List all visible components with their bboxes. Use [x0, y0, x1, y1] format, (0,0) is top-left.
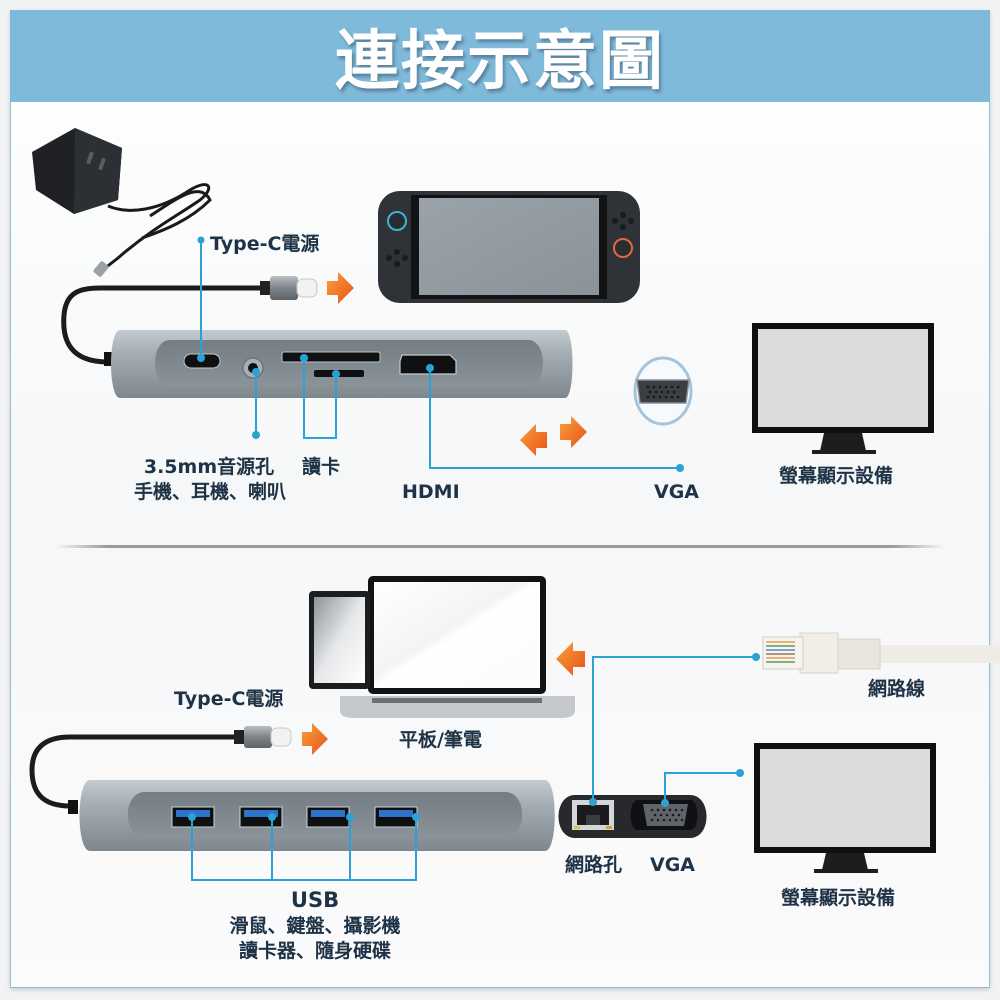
top-vga-label: VGA	[654, 481, 700, 503]
lan-port-label: 網路孔	[565, 854, 623, 876]
usb-desc-line2: 讀卡器、隨身硬碟	[238, 939, 391, 962]
top-power-label: Type-C電源	[210, 233, 320, 255]
usb-label: USB	[290, 888, 340, 912]
usb-label-block: USB 滑鼠、鍵盤、攝影機 讀卡器、隨身硬碟	[190, 887, 440, 964]
bottom-display-label: 螢幕顯示設備	[781, 887, 896, 909]
hdmi-label: HDMI	[402, 481, 460, 503]
page-title: 連接示意圖	[335, 25, 665, 99]
title-bar: 連接示意圖	[10, 10, 990, 102]
laptop-tablet-label: 平板/筆電	[399, 729, 482, 751]
usb-desc-line1: 滑鼠、鍵盤、攝影機	[229, 915, 401, 938]
audio-port-label: 3.5mm音源孔 手機、耳機、喇叭	[134, 455, 287, 504]
bottom-power-label: Type-C電源	[174, 688, 284, 710]
bottom-vga-label: VGA	[650, 854, 696, 876]
card-reader-label: 讀卡	[302, 456, 341, 478]
lan-cable-label: 網路線	[868, 678, 926, 700]
top-display-label: 螢幕顯示設備	[779, 465, 894, 487]
audio-port-label-line2: 手機、耳機、喇叭	[134, 480, 287, 503]
audio-port-label-line1: 3.5mm音源孔	[143, 456, 275, 478]
section-divider	[55, 545, 945, 548]
